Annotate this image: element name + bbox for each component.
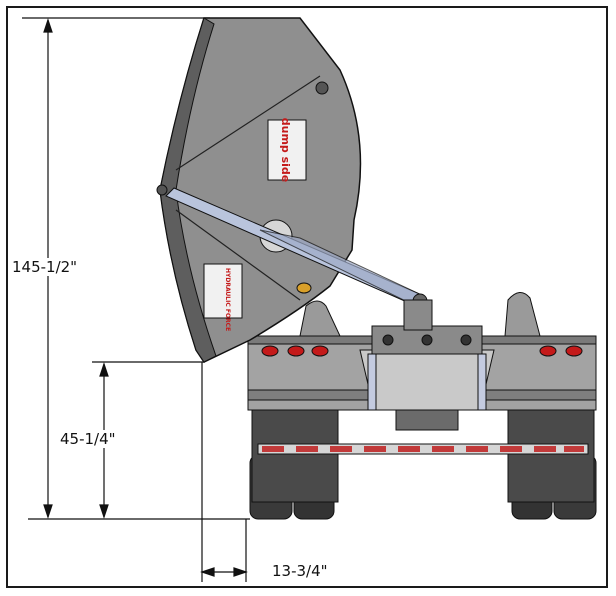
brand-decal-text: dump side — [279, 118, 292, 183]
clearance-height-label: 45-1/4" — [60, 430, 116, 448]
right-tail-light-1 — [539, 345, 557, 357]
center-light-left — [382, 334, 394, 346]
reflector-tape — [262, 446, 584, 452]
overall-height-dimension — [22, 17, 250, 520]
center-light-middle — [421, 334, 433, 346]
right-tail-light-2 — [565, 345, 583, 357]
brand-decal: dump side — [267, 118, 307, 183]
overall-height-label: 145-1/2" — [12, 258, 78, 276]
right-mud-flap — [507, 409, 595, 503]
left-tail-light-2 — [287, 345, 305, 357]
left-mud-flap — [251, 409, 339, 503]
side-offset-label: 13-3/4" — [272, 562, 328, 580]
dump-tub: dump side HYDRAULIC FORCE — [156, 17, 362, 363]
drawing-frame — [6, 6, 608, 588]
rear-bumper — [257, 443, 589, 455]
left-tail-light-3 — [311, 345, 329, 357]
left-hinge-bracket — [299, 300, 341, 337]
amber-marker — [296, 282, 312, 294]
center-hopper — [359, 349, 495, 411]
center-light-right — [460, 334, 472, 346]
warning-decal: HYDRAULIC FORCE — [203, 263, 243, 331]
left-tail-light-1 — [261, 345, 279, 357]
right-hinge-bracket — [504, 292, 541, 337]
hydraulic-cylinder — [165, 187, 433, 331]
warning-decal-text: HYDRAULIC FORCE — [224, 268, 231, 331]
trailer-chassis — [247, 292, 597, 520]
side-offset-dimension — [200, 362, 248, 582]
